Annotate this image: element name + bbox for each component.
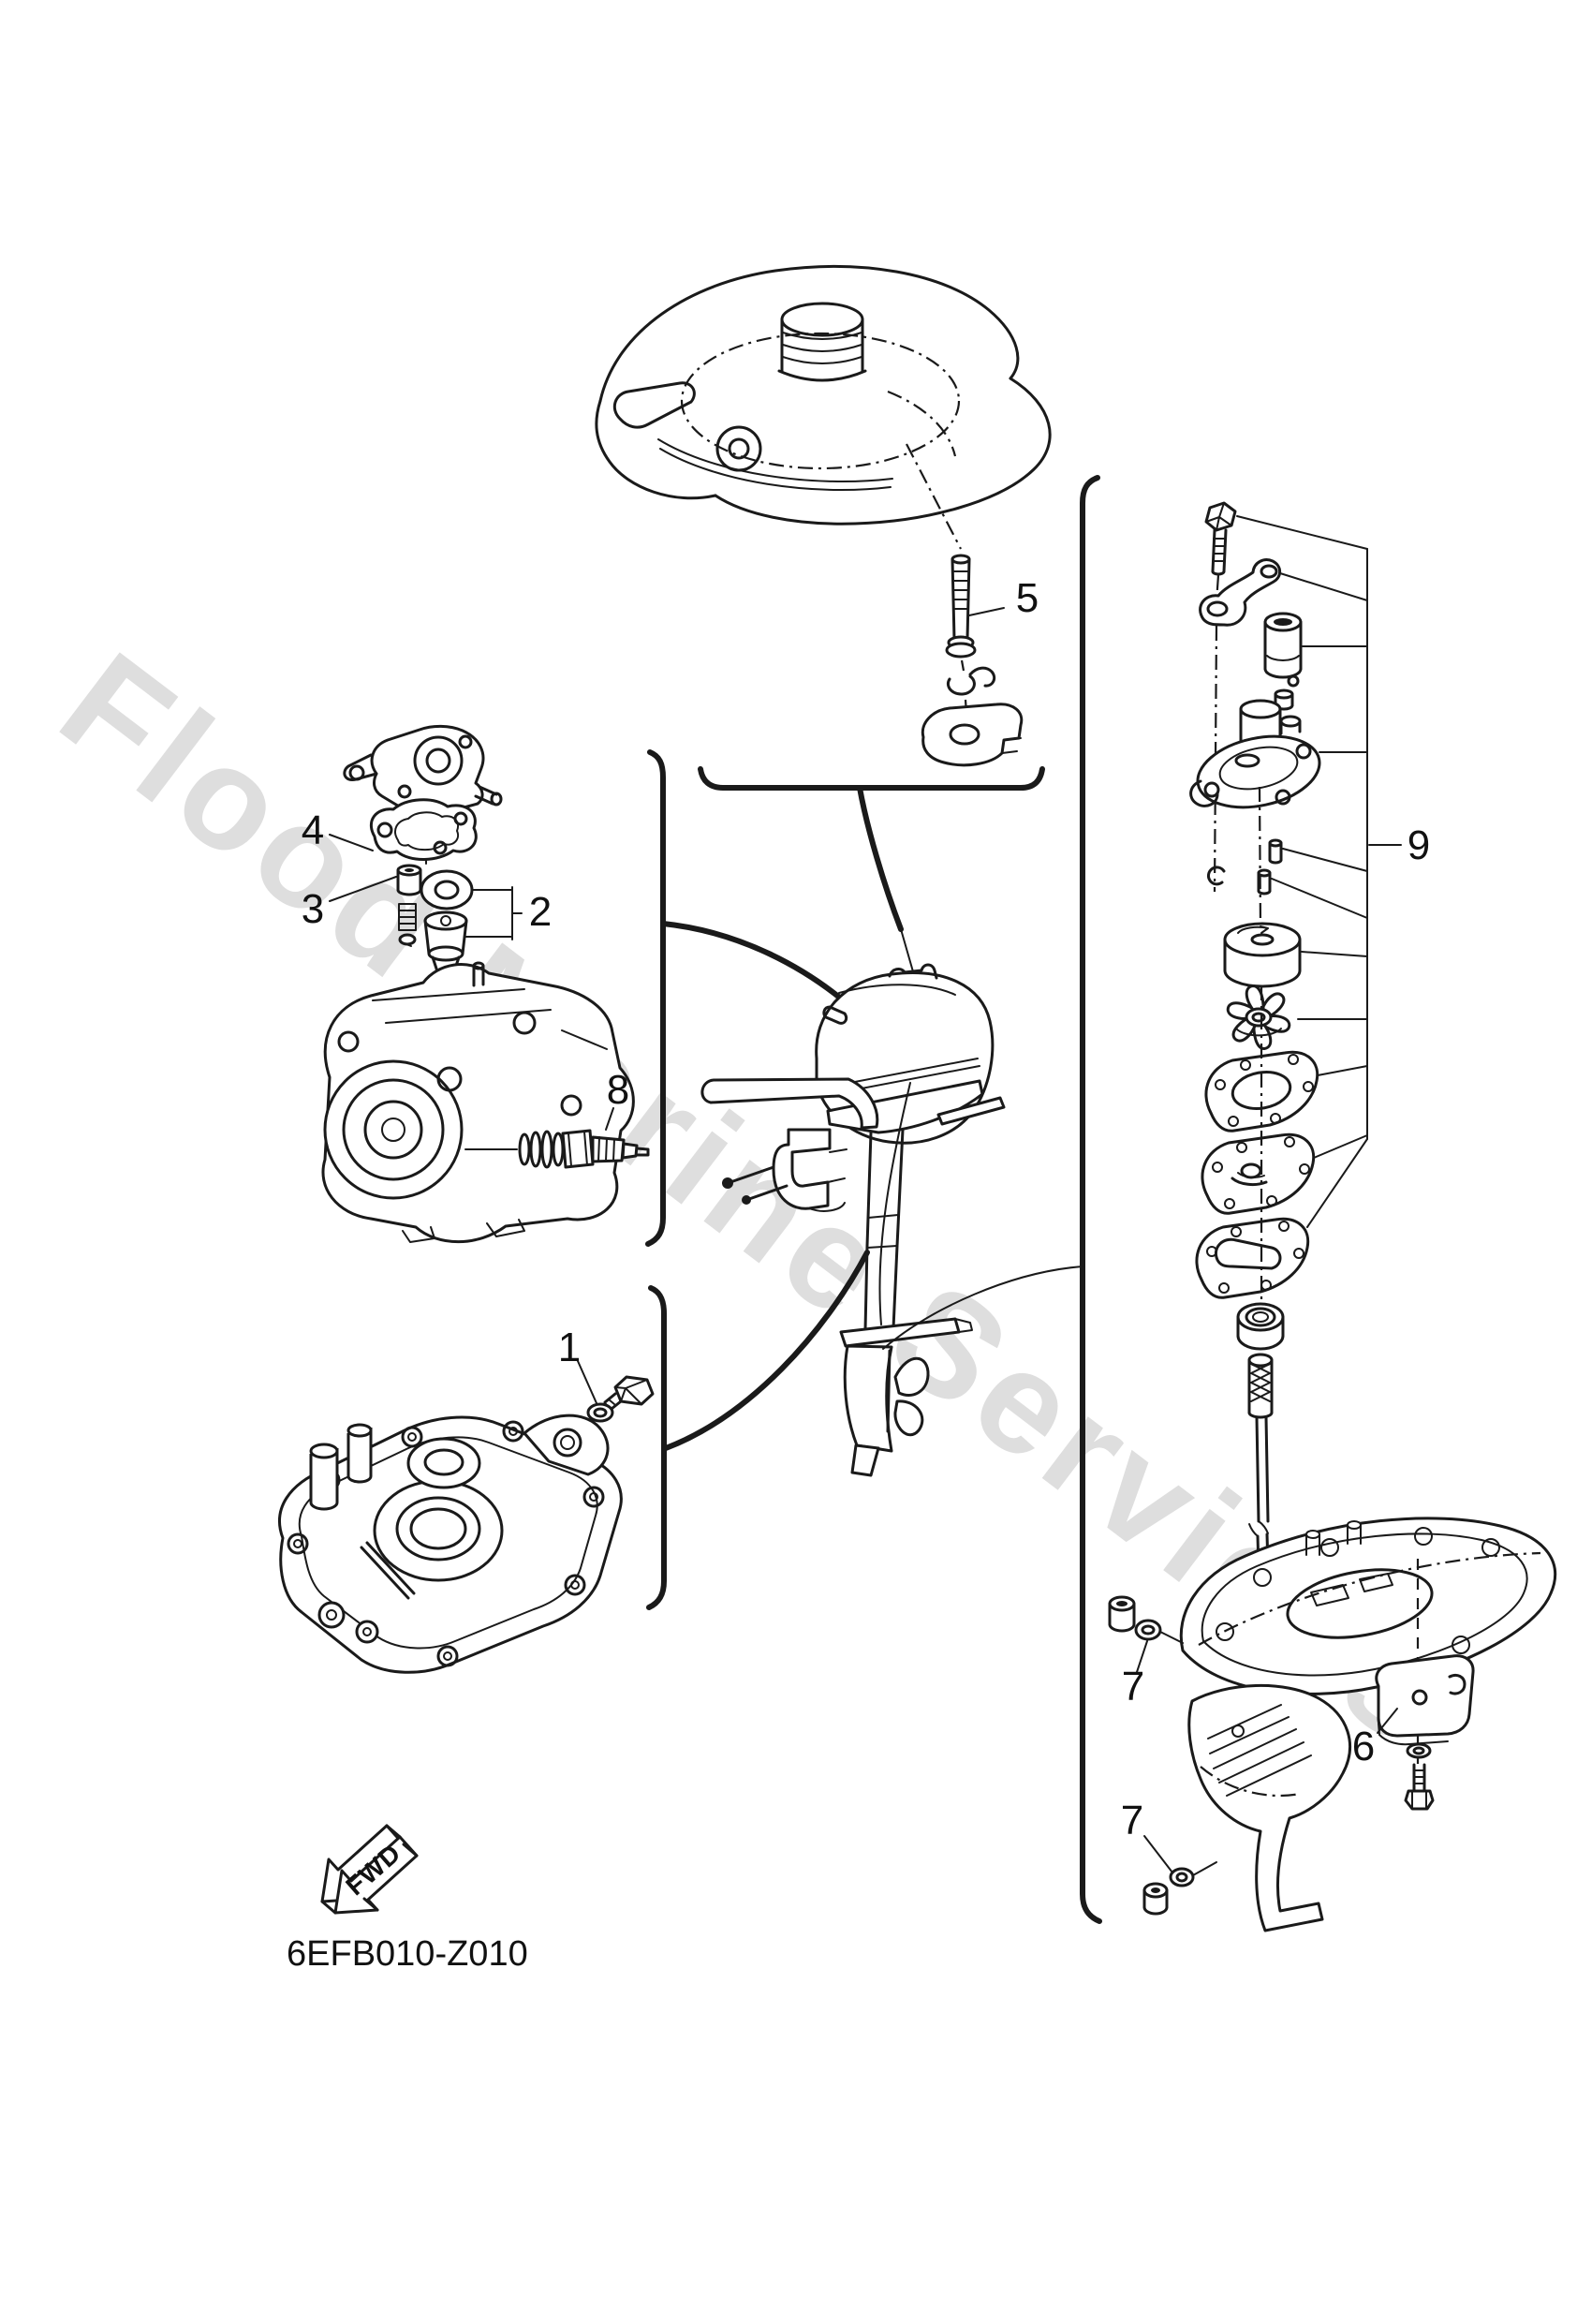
leader-3 <box>329 876 397 902</box>
lower-unit-group: 7 6 7 <box>1108 1517 1556 1932</box>
leader-2 <box>464 886 523 940</box>
impeller-housing-cup <box>1223 922 1302 957</box>
pump-gasket-upper <box>1204 1050 1319 1132</box>
callout-2: 2 <box>529 889 552 935</box>
callout-3: 3 <box>302 886 324 932</box>
callout-8: 8 <box>607 1067 629 1113</box>
lower-casing-illustration <box>1179 1517 1556 1695</box>
snap-ring <box>1207 866 1226 886</box>
gear-housing-illustration <box>1187 1683 1351 1932</box>
impeller <box>1224 982 1293 1053</box>
tank-bracket <box>921 703 1024 767</box>
leader-7-upper <box>1136 1640 1148 1673</box>
pump-gasket-lower <box>1195 1217 1310 1299</box>
part3-spring-group: 3 <box>302 864 422 947</box>
fuel-pump-illustration <box>343 724 503 865</box>
callout-9: 9 <box>1408 822 1430 868</box>
gearcase <box>843 1344 893 1453</box>
part5-bolt-group: 5 <box>921 554 1039 767</box>
callout-5: 5 <box>1016 575 1039 621</box>
link-arm <box>1199 558 1282 627</box>
circlip <box>946 674 976 696</box>
fwd-arrow: FWD <box>320 1824 419 1915</box>
part7-lower-plug-group: 7 <box>1121 1798 1217 1916</box>
tiller-handle <box>700 1077 879 1130</box>
leader-6 <box>1377 1708 1398 1734</box>
callout-7-upper: 7 <box>1122 1664 1144 1710</box>
leader-7-lower <box>1143 1835 1173 1873</box>
diagram-code: 6EFB010-Z010 <box>287 1934 528 1974</box>
right-group-bracket <box>882 475 1102 1924</box>
engine-block-illustration <box>321 961 635 1244</box>
callout-4: 4 <box>302 807 324 853</box>
crankcase-illustration <box>278 1414 623 1674</box>
callout-6: 6 <box>1352 1724 1375 1769</box>
fuel-tank-illustration <box>595 264 1052 550</box>
spark-plug-illustration: 8 <box>464 1067 650 1169</box>
outboard-motor-illustration <box>700 963 1006 1477</box>
pump-housing <box>1239 699 1282 719</box>
propeller <box>893 1356 930 1398</box>
leader-4 <box>329 834 374 851</box>
leader-1 <box>577 1360 597 1404</box>
part1-bolt-group: 1 <box>558 1325 655 1423</box>
fuel-cap <box>780 302 864 337</box>
lower-left-group-bracket <box>646 1250 870 1610</box>
leader-8 <box>605 1107 614 1131</box>
part4-gasket-group: 4 <box>302 798 478 861</box>
callout-1: 1 <box>558 1325 581 1370</box>
part7-upper-plug-group: 7 <box>1108 1595 1184 1710</box>
water-pump-group: 9 <box>1189 501 1430 1634</box>
part6-anode-group: 6 <box>1352 1559 1475 1811</box>
callout-7-lower: 7 <box>1121 1798 1143 1843</box>
leader-5 <box>968 607 1005 616</box>
clamp-bracket <box>772 1128 832 1210</box>
